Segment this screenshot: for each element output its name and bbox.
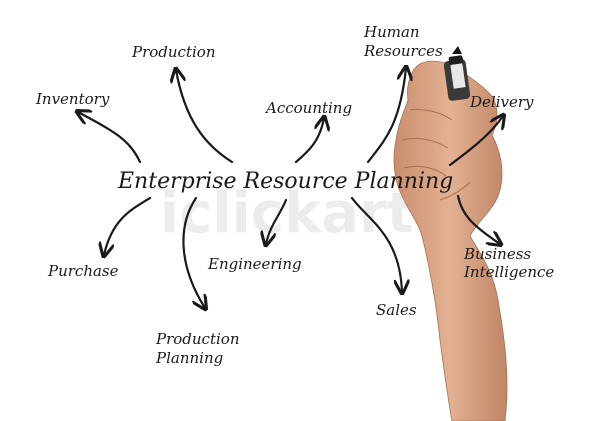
node-purchase: Purchase (47, 262, 119, 280)
arrow-to-purchase (104, 196, 152, 255)
node-engineering: Engineering (207, 255, 302, 273)
arrow-to-production (176, 70, 234, 164)
node-business-intelligence-line2: Intelligence (463, 263, 554, 281)
arrow-to-sales (350, 196, 402, 292)
arrow-to-production-planning (182, 196, 205, 308)
arrow-to-engineering (266, 198, 288, 244)
hand-icon (393, 60, 508, 421)
arrows (78, 68, 503, 308)
arrow-to-human-resources (366, 68, 406, 164)
node-accounting: Accounting (264, 99, 352, 117)
node-business-intelligence-line1: Business (463, 245, 531, 263)
arrow-to-business-intelligence (456, 194, 500, 244)
node-inventory: Inventory (35, 90, 110, 108)
hand-illustration (393, 46, 508, 421)
node-human-resources-line2: Resources (363, 42, 443, 60)
arrow-to-delivery (448, 116, 503, 167)
node-delivery: Delivery (469, 93, 534, 111)
watermark-text: iclickart (160, 181, 413, 246)
marker-pen-icon (443, 46, 471, 101)
node-production: Production (131, 43, 215, 61)
node-human-resources-line1: Human (363, 23, 420, 41)
center-node-label: Enterprise Resource Planning (117, 169, 453, 194)
node-production-planning-line1: Production (155, 330, 239, 348)
node-sales: Sales (376, 301, 417, 319)
arrow-to-accounting (294, 118, 324, 164)
node-production-planning-line2: Planning (155, 349, 223, 367)
arrow-to-inventory (78, 112, 142, 164)
